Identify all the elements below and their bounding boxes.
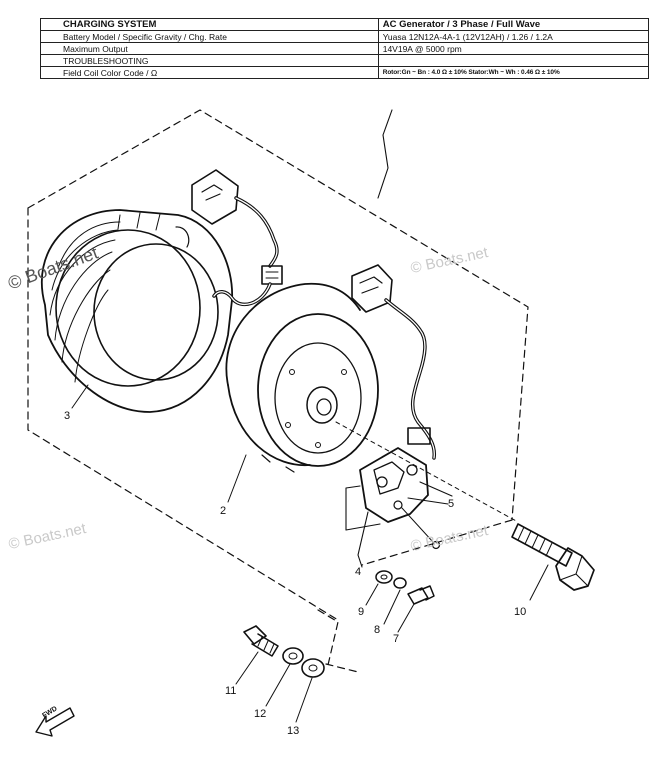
assembly-boundary-dashed [27,109,529,673]
leader-assembly [377,109,393,199]
charging-system-spec-table: CHARGING SYSTEM AC Generator / 3 Phase /… [40,18,649,79]
callout-13: 13 [287,725,300,737]
small-screw-and-washers [365,570,435,633]
spec-row-field-coil: Field Coil Color Code / Ω Rotor:Gn ~ Bn … [40,66,649,79]
callout-5: 5 [448,498,455,510]
callout-7: 7 [393,633,400,645]
rotor [225,282,519,523]
leader-lines [71,384,247,503]
callout-2: 2 [220,505,227,517]
callout-11: 11 [225,685,237,697]
spec-value: Rotor:Gn ~ Bn : 4.0 Ω ± 10% Stator:Wh ~ … [377,66,649,79]
spec-row-troubleshooting: TROUBLESHOOTING [40,54,649,67]
stator-coil [40,209,233,413]
callout-12: 12 [254,708,267,720]
brush-holder [345,447,453,568]
brush-connector [351,264,437,460]
fwd-arrow-icon [35,707,75,737]
callout-10: 10 [514,606,527,618]
callout-3: 3 [64,410,71,422]
bolt-and-washers [235,625,325,723]
callout-8: 8 [374,624,381,636]
callout-4: 4 [355,566,362,578]
stator-connector [191,169,283,307]
callout-9: 9 [358,606,365,618]
spec-row-battery: Battery Model / Specific Gravity / Chg. … [40,30,649,43]
long-bolt [511,523,595,601]
spec-row-charging-system: CHARGING SYSTEM AC Generator / 3 Phase /… [40,18,649,31]
